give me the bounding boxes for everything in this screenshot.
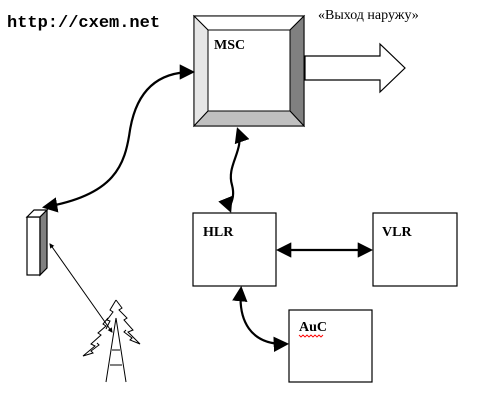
auc-label: AuC xyxy=(299,320,327,335)
outside-label: «Выход наружу» xyxy=(318,8,419,23)
vlr-label: VLR xyxy=(382,225,412,240)
auc-box: AuC xyxy=(288,309,373,383)
spellcheck-underline xyxy=(298,334,324,338)
mobile-phone-icon xyxy=(25,208,49,277)
msc-label: MSC xyxy=(214,38,245,53)
radio-link xyxy=(49,243,113,333)
antenna-tower-icon xyxy=(82,299,141,383)
hlr-box: HLR xyxy=(192,212,277,287)
watermark-text: http://cxem.net xyxy=(7,14,160,33)
outgoing-arrow xyxy=(304,42,406,94)
connector-msc-phone xyxy=(41,64,196,213)
hlr-label: HLR xyxy=(203,225,234,240)
connector-hlr-auc xyxy=(232,285,290,353)
msc-box: MSC xyxy=(192,14,306,128)
connector-msc-hlr xyxy=(218,127,250,213)
vlr-box: VLR xyxy=(372,212,458,287)
